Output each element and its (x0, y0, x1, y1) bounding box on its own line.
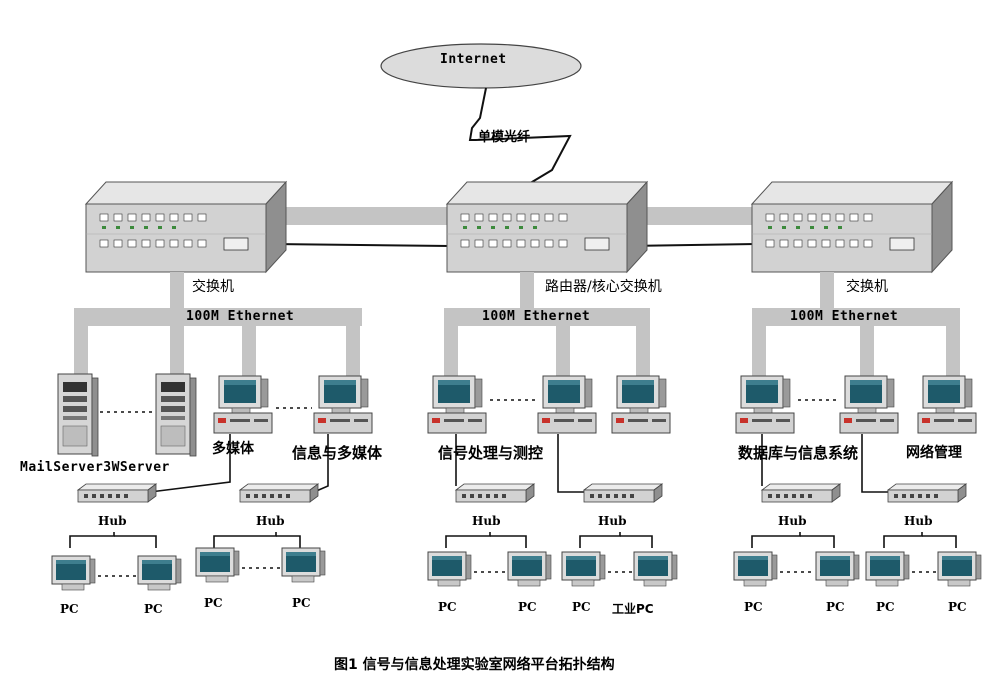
fiber-label: 单模光纤 (478, 130, 531, 145)
hub-1 (77, 483, 157, 503)
hub-label-2: Hub (256, 514, 285, 528)
ethernet-label-right: 100M Ethernet (790, 309, 899, 324)
internet-cloud (380, 43, 582, 89)
pc-label-1: PC (60, 602, 79, 616)
fiber-link (468, 87, 572, 189)
servers-label: MailServer3WServer (20, 460, 170, 475)
hub-5 (761, 483, 841, 503)
hub-6 (887, 483, 967, 503)
database-ws-2 (839, 375, 899, 434)
pc-4 (281, 547, 326, 583)
pc-9 (815, 551, 860, 587)
pc-2 (137, 555, 182, 591)
hub-label-6: Hub (904, 514, 933, 528)
hub-label-1: Hub (98, 514, 127, 528)
core-switch (446, 181, 648, 273)
group-label-info-multimedia: 信息与多媒体 (292, 444, 383, 462)
pc-6 (507, 551, 552, 587)
pc-label-5: PC (438, 600, 457, 614)
pc-label-10: PC (876, 600, 895, 614)
industrial-pc-label: 工业PC (612, 602, 654, 616)
industrial-pc (633, 551, 678, 587)
group-label-signal: 信号处理与测控 (438, 444, 544, 462)
hub-2 (239, 483, 319, 503)
pc-label-9: PC (826, 600, 845, 614)
hub-label-5: Hub (778, 514, 807, 528)
pc-5 (427, 551, 472, 587)
group-label-multimedia: 多媒体 (212, 441, 254, 457)
pc-3 (195, 547, 240, 583)
left-switch-label: 交换机 (192, 279, 234, 295)
signal-ws-1 (427, 375, 487, 434)
pc-label-11: PC (948, 600, 967, 614)
database-ws-1 (735, 375, 795, 434)
mail-server (57, 373, 99, 457)
pc-label-6: PC (518, 600, 537, 614)
pc-label-4: PC (292, 596, 311, 610)
signal-ws-2 (537, 375, 597, 434)
web-server (155, 373, 197, 457)
info-multimedia-workstation (313, 375, 373, 434)
pc-label-7: PC (572, 600, 591, 614)
pc-label-8: PC (744, 600, 763, 614)
pc-label-3: PC (204, 596, 223, 610)
ethernet-drops (74, 272, 960, 378)
pc-label-2: PC (144, 602, 163, 616)
hub-4 (583, 483, 663, 503)
group-label-database: 数据库与信息系统 (738, 444, 859, 462)
signal-ws-3 (611, 375, 671, 434)
pc-7 (561, 551, 606, 587)
hub-3 (455, 483, 535, 503)
internet-label: Internet (440, 52, 507, 67)
right-switch (751, 181, 953, 273)
group-label-netmgmt: 网络管理 (906, 445, 962, 461)
left-switch (85, 181, 287, 273)
pc-1 (51, 555, 96, 591)
hub-uplinks (149, 434, 888, 493)
ethernet-label-center: 100M Ethernet (482, 309, 591, 324)
multimedia-workstation (213, 375, 273, 434)
ethernet-label-left: 100M Ethernet (186, 309, 295, 324)
pc-8 (733, 551, 778, 587)
right-switch-label: 交换机 (846, 279, 888, 295)
network-mgmt-ws (917, 375, 977, 434)
core-link-right (627, 243, 757, 247)
hub-label-4: Hub (598, 514, 627, 528)
pc-10 (865, 551, 910, 587)
figure-caption: 图1 信号与信息处理实验室网络平台拓扑结构 (334, 657, 615, 673)
pc-tree-links (69, 532, 957, 548)
hub-label-3: Hub (472, 514, 501, 528)
core-switch-label: 路由器/核心交换机 (545, 279, 662, 295)
core-link-left (271, 243, 451, 247)
pc-11 (937, 551, 982, 587)
